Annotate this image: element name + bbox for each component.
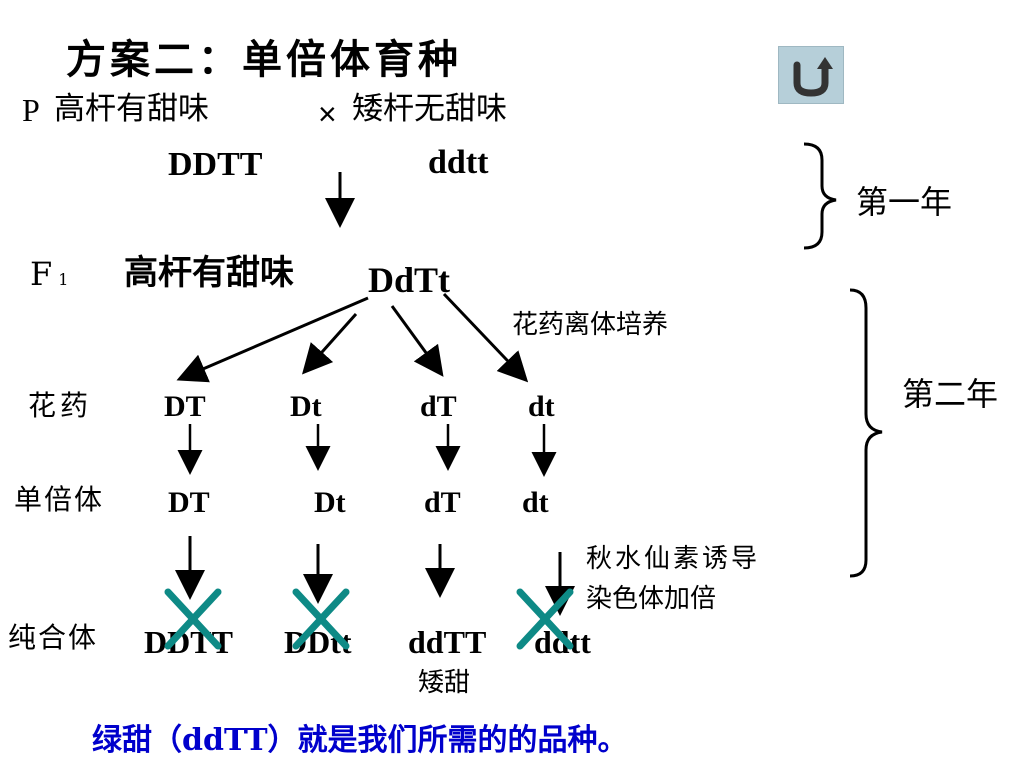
f1-genotype: DdTt — [368, 260, 451, 300]
colchicine-note-line1: 秋水仙素诱导 — [586, 544, 761, 574]
year-one-label: 第一年 — [856, 183, 953, 221]
anther-genotype: DT — [164, 390, 206, 423]
haploid-genotype: DT — [168, 486, 210, 519]
f1-label-main: F — [30, 255, 53, 293]
anther-genotype: dT — [420, 390, 457, 423]
p-right-genotype: ddtt — [428, 144, 489, 181]
haploid-genotype: Dt — [314, 486, 346, 519]
p-left-genotype: DDTT — [168, 146, 263, 183]
row-label-haploid: 单倍体 — [14, 483, 105, 516]
back-button[interactable] — [778, 46, 844, 104]
homozygote-genotype: ddtt — [534, 624, 591, 660]
row-label-anther: 花药 — [28, 389, 93, 422]
year-one-brace — [803, 142, 837, 250]
homozygote-genotype: DDTT — [144, 624, 233, 660]
anther-genotype: Dt — [290, 390, 322, 423]
haploid-genotype: dt — [522, 486, 549, 519]
year-two-label: 第二年 — [902, 375, 999, 413]
homozygote-genotype: DDtt — [284, 624, 352, 660]
cross-symbol: × — [318, 96, 337, 132]
selected-phenotype-label: 矮甜 — [418, 668, 471, 698]
p-right-phenotype: 矮杆无甜味 — [352, 91, 507, 127]
diagonal-arrow — [302, 313, 358, 375]
row-label-homozygote: 纯合体 — [8, 621, 99, 654]
f1-phenotype: 高杆有甜味 — [124, 253, 294, 293]
anther-genotype: dt — [528, 390, 555, 423]
return-arrow-icon — [793, 57, 833, 97]
homozygote-genotype: ddTT — [408, 624, 487, 660]
f1-label-sub: 1 — [58, 270, 69, 289]
year-two-brace — [849, 288, 883, 578]
anther-culture-note: 花药离体培养 — [512, 310, 669, 340]
haploid-genotype: dT — [424, 486, 461, 519]
conclusion-text: 绿甜（ddTT）就是我们所需的的品种。 — [92, 723, 628, 758]
p-label: P — [22, 92, 40, 128]
colchicine-note-line2: 染色体加倍 — [586, 584, 717, 614]
page-title: 方案二：单倍体育种 — [66, 36, 462, 83]
diagonal-arrow — [176, 296, 369, 383]
p-left-phenotype: 高杆有甜味 — [54, 91, 209, 127]
diagonal-arrow — [390, 305, 444, 377]
